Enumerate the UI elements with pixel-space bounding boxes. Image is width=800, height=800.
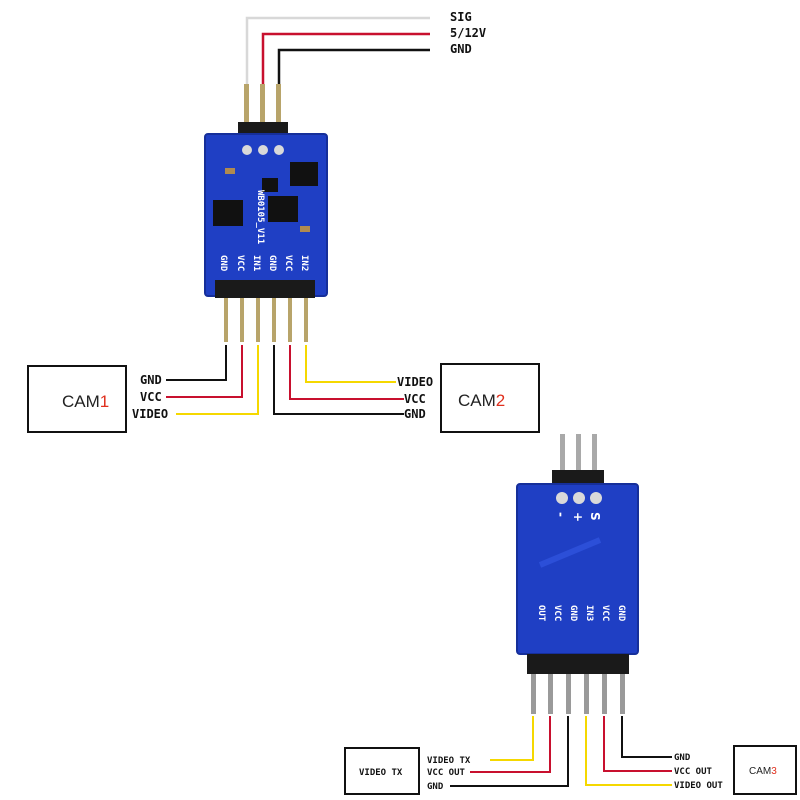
cam1-gnd-label: GND [140,373,162,387]
cam2-vcc-label: VCC [404,392,426,406]
cam3-gnd-wire [621,716,672,758]
bottom-header-plastic [215,280,315,298]
m2-bottom-pin-3 [566,674,571,714]
video-tx-box: VIDEO TX [344,747,420,795]
vtx-video-label: VIDEO TX [427,756,471,766]
module-2: - + S OUT VCC GND IN3 VCC GND [516,434,639,714]
chip-small [262,178,278,192]
m1-pin-label-4: GND [267,255,277,272]
cam1-gnd-wire [166,345,227,381]
cam3-gnd-label: GND [674,753,691,763]
pad-1 [242,145,252,155]
cam1-video-wire [176,345,259,415]
module-1: SIG 5/12V GND WB0105_V11 GND VCC IN1 GND… [204,10,486,342]
top-pin-2 [260,84,265,126]
m1-bottom-pin-2 [240,298,244,342]
cam1-box: CAM1 [27,365,127,433]
top-pin-1 [244,84,249,126]
m1-bottom-pin-3 [256,298,260,342]
m2-pin-label-6: GND [616,605,626,622]
m2-pad-3 [590,492,602,504]
m2-pad-1 [556,492,568,504]
m1-bottom-pin-6 [304,298,308,342]
m2-bottom-pin-4 [584,674,589,714]
cam1-vcc-label: VCC [140,390,162,404]
cam1-video-label: VIDEO [132,407,168,421]
component-2 [300,226,310,232]
top-pin-3 [276,84,281,126]
m1-bottom-pin-1 [224,298,228,342]
m1-pin-label-2: VCC [235,255,245,271]
m2-top-pin-3 [592,434,597,474]
cam2-title: CAM2 [458,391,505,410]
m1-pin-label-5: VCC [283,255,293,271]
m2-bottom-pin-5 [602,674,607,714]
vtx-video-wire [490,716,534,761]
cam3-video-wire [585,716,672,786]
m2-top-header-plastic [552,470,604,484]
chip-left [213,200,243,226]
video-tx-title: VIDEO TX [359,768,403,778]
cam3-vcc-label: VCC OUT [674,767,713,777]
cam2-gnd-wire [273,345,404,415]
m2-pad-2 [573,492,585,504]
cam2-gnd-label: GND [404,407,426,421]
module-2-pcb [516,483,639,655]
m2-pin-label-4: IN3 [584,605,594,621]
m1-pin-label-3: IN1 [251,255,261,271]
cam3-box: CAM3 [733,745,797,795]
m1-bottom-pin-4 [272,298,276,342]
vtx-gnd-label: GND [427,782,444,792]
cam3-title: CAM3 [749,766,777,777]
component-1 [225,168,235,174]
pad-2 [258,145,268,155]
m2-pin-label-2: VCC [552,605,562,621]
cam2-vcc-wire [289,345,404,400]
sig-wire [245,16,430,88]
m2-bottom-pin-6 [620,674,625,714]
cam1-vcc-wire [166,345,243,398]
vtx-gnd-wire [450,716,569,787]
cam3-video-label: VIDEO OUT [674,781,723,791]
cam2-box: CAM2 [440,363,540,433]
m2-pin-label-3: GND [568,605,578,622]
m2-minus-label: - [554,512,568,517]
m2-plus-label: + [571,512,585,522]
vtx-vcc-wire [470,716,551,773]
m2-pin-label-1: OUT [536,605,546,622]
m2-bottom-header-plastic [527,654,629,674]
pad-3 [274,145,284,155]
m1-pin-label-1: GND [218,255,228,272]
m2-bottom-pin-1 [531,674,536,714]
cam2-video-wire [305,345,396,383]
m2-bottom-pin-2 [548,674,553,714]
sig-label: SIG [450,10,472,24]
chip-regulator [290,162,318,186]
m1-pin-label-6: IN2 [299,255,309,271]
m1-bottom-pin-5 [288,298,292,342]
m2-pin-label-5: VCC [600,605,610,621]
chip-right [268,196,298,222]
gnd-label: GND [450,42,472,56]
m2-s-label: S [588,512,602,521]
power-wire [261,32,430,88]
pcb-trace [538,537,602,568]
power-label: 5/12V [450,26,486,40]
gnd-wire [277,48,430,88]
vtx-vcc-label: VCC OUT [427,768,466,778]
cam3-vcc-wire [603,716,672,772]
m2-top-pin-1 [560,434,565,474]
cam2-video-label: VIDEO [397,375,433,389]
m2-top-pin-2 [576,434,581,474]
silkscreen-text: WB0105_V11 [255,190,265,244]
cam1-title: CAM1 [62,392,109,411]
